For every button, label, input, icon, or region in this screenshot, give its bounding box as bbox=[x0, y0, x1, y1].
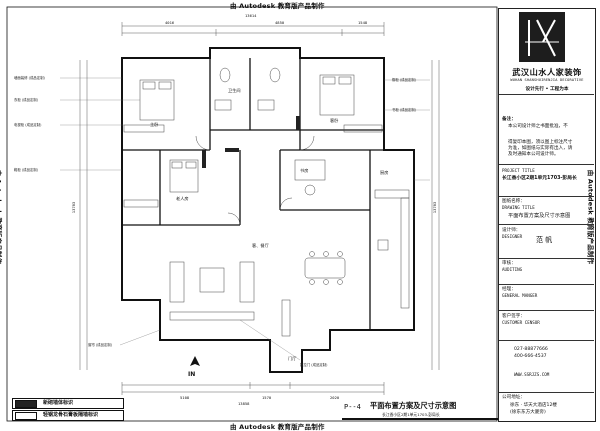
title-block-frame bbox=[498, 8, 596, 422]
watermark-top: 由 Autodesk 教育版产品制作 bbox=[230, 2, 325, 10]
company-logo bbox=[519, 12, 565, 62]
room-master: 主卧 bbox=[150, 122, 159, 127]
company-slogan: 设计先行 • 工程为本 bbox=[525, 87, 569, 92]
legend-swatch-new-wall bbox=[15, 400, 37, 408]
furniture bbox=[123, 67, 410, 337]
room-study: 书房 bbox=[300, 168, 309, 173]
dim-top-3: 1548 bbox=[358, 20, 368, 25]
divider bbox=[499, 392, 594, 393]
dim-top-1: 4016 bbox=[165, 20, 175, 25]
dim-bottom-2: 1570 bbox=[262, 395, 272, 400]
designer-cn: 设计师： bbox=[502, 228, 521, 233]
dim-right: 13783 bbox=[432, 201, 438, 214]
drawing-title: 平面布置方案及尺寸示意图 bbox=[508, 213, 571, 219]
room-guest: 客卧 bbox=[330, 118, 339, 123]
note-4: 鞋柜 (成品定制) bbox=[14, 168, 39, 172]
note-6: 书柜 (成品定制) bbox=[392, 108, 417, 112]
note-5: 橱柜 (成品定制) bbox=[392, 78, 417, 82]
divider bbox=[499, 164, 594, 165]
legend-partition: 轻钢龙骨石膏板隔墙标识 bbox=[12, 410, 124, 421]
divider bbox=[499, 258, 594, 259]
address-line-2: (徐东东方大厦旁) bbox=[510, 410, 546, 415]
dim-top-2: 4850 bbox=[275, 20, 285, 25]
note-line-1: 本公司设计师之书面批准，不 bbox=[508, 124, 568, 129]
watermark-bottom: 由 Autodesk 教育版产品制作 bbox=[230, 423, 325, 431]
divider bbox=[499, 310, 594, 311]
divider bbox=[499, 224, 594, 225]
note-label: 备注： bbox=[502, 117, 516, 122]
note-line-4: 及时通知本公司设计师。 bbox=[508, 152, 559, 157]
legend-label-partition: 轻钢龙骨石膏板隔墙标识 bbox=[43, 412, 99, 418]
dim-bottom-1: 5108 bbox=[180, 395, 190, 400]
divider bbox=[499, 340, 594, 341]
room-living: 客、餐厅 bbox=[252, 243, 269, 248]
auditing-cn: 审核： bbox=[502, 261, 516, 266]
room-elder: 老人房 bbox=[176, 196, 189, 201]
address-line-1: 徐东 · 华天大酒店12楼 bbox=[510, 403, 557, 408]
entry-arrow-icon bbox=[190, 356, 200, 366]
project-title-label: PROJECT TITLE bbox=[502, 168, 535, 173]
note-8: 窗帘 (成品定制) bbox=[88, 343, 113, 347]
divider bbox=[499, 284, 594, 285]
designer-en: DESIGNER bbox=[502, 234, 523, 239]
note-2: 衣柜 (成品定制) bbox=[14, 98, 39, 102]
phone-2: 400-666-4537 bbox=[514, 354, 547, 359]
room-kitchen: 厨房 bbox=[380, 170, 389, 175]
website: WWW.SSRJZS.COM bbox=[514, 372, 550, 377]
customer-cn: 客户签字： bbox=[502, 314, 525, 319]
note-3: 电视柜 (成品定制) bbox=[14, 123, 42, 127]
dim-left: 13783 bbox=[71, 201, 77, 214]
drawing-title-label: DRAWING TITLE bbox=[502, 205, 535, 210]
manager-cn: 经理： bbox=[502, 287, 516, 292]
sheet-title-block bbox=[342, 398, 498, 420]
drawing-title-cn-label: 图纸名称： bbox=[502, 199, 525, 204]
legend-swatch-partition bbox=[15, 412, 37, 420]
auditing-en: AUDITING bbox=[502, 267, 523, 272]
legend-new-wall: 新砌墙体标识 bbox=[12, 398, 124, 409]
entry-label: IN bbox=[188, 371, 196, 378]
interior-walls bbox=[122, 58, 384, 330]
project-title: 长江香小区2期1单元1703-彭局长 bbox=[502, 176, 577, 181]
dim-bottom-3: 2020 bbox=[330, 395, 340, 400]
top-dimensions bbox=[121, 22, 385, 36]
customer-en: CUSTOMER CENSOR bbox=[502, 320, 540, 325]
exterior-walls bbox=[121, 47, 415, 373]
address-label: 公司地址： bbox=[502, 395, 525, 400]
side-dimensions bbox=[79, 60, 440, 370]
sheet-subtitle: 长江香小区2期1单元1703-彭局长 bbox=[382, 412, 440, 417]
leader-lines bbox=[60, 77, 430, 361]
company-name-cn: 武汉山水人家装饰 bbox=[512, 67, 582, 77]
divider bbox=[499, 196, 594, 197]
legend-label-new-wall: 新砌墙体标识 bbox=[43, 400, 74, 406]
new-walls bbox=[202, 116, 300, 168]
phone-1: 027-88877666 bbox=[514, 347, 548, 352]
sheet-title: 平面布置方案及尺寸示意图 bbox=[370, 401, 457, 410]
room-foyer: 门厅 bbox=[288, 356, 297, 361]
bottom-dimensions bbox=[121, 382, 385, 395]
room-bath: 卫生间 bbox=[228, 88, 241, 93]
dim-top-total: 13614 bbox=[245, 13, 257, 18]
designer-name: 范 帆 bbox=[536, 236, 553, 244]
manager-en: GENERAL MANGER bbox=[502, 293, 538, 298]
logo-mark-icon bbox=[525, 19, 559, 57]
note-1: 墙面装修 (成品定制) bbox=[14, 76, 45, 80]
company-name-en: WUHAN SHANSHUIRENJIA DECORATIVE bbox=[510, 78, 584, 82]
note-line-2: 得复印本图，须以图上标注尺寸 bbox=[508, 140, 573, 145]
note-7: 推拉门 (成品定制) bbox=[300, 363, 328, 367]
divider bbox=[499, 94, 594, 95]
dim-bottom-total: 13858 bbox=[238, 401, 250, 406]
note-line-3: 为准，如图纸与实际有出入，请 bbox=[508, 146, 573, 151]
sheet-border bbox=[6, 6, 498, 422]
sheet-number: P--4 bbox=[344, 403, 361, 411]
